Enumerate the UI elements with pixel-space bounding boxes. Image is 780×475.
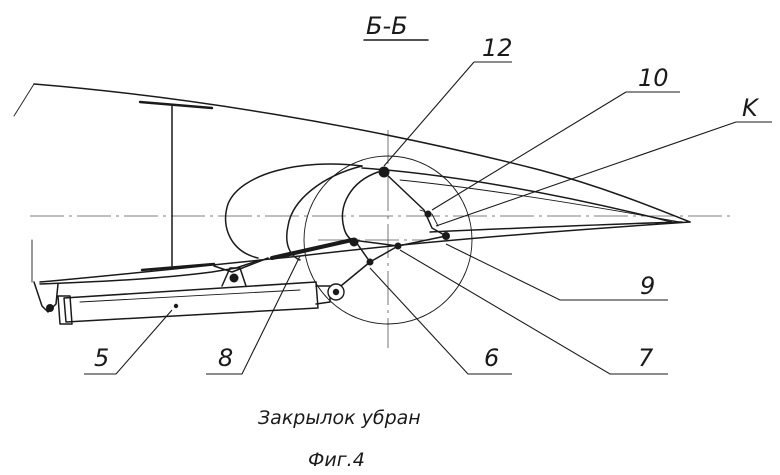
- hinge-pin-10: [424, 210, 432, 218]
- callout-12: 12: [482, 34, 513, 62]
- leader-9: [445, 243, 668, 301]
- callout-5: 5: [94, 344, 109, 372]
- link-bracket: [419, 209, 439, 227]
- hinge-pin-6: [366, 258, 374, 266]
- detail-circle: [303, 155, 473, 325]
- leader-K: [435, 121, 737, 227]
- callout-10: 10: [638, 64, 669, 92]
- spar-lower-flange: [140, 262, 216, 272]
- spar-upper-flange: [138, 100, 214, 110]
- figure-label: Фиг.4: [308, 449, 365, 471]
- mid-bracket: [221, 267, 247, 287]
- leader-7: [399, 249, 668, 375]
- actuator-cylinder: [63, 281, 319, 323]
- actuator-eye-pin: [332, 288, 340, 296]
- section-label: Б-Б: [366, 12, 408, 40]
- callout-7: 7: [638, 344, 654, 372]
- flap-upper-surface: [361, 167, 673, 223]
- leader-6: [369, 267, 512, 375]
- wing-break-top: [13, 83, 35, 117]
- leader-10: [431, 91, 627, 211]
- front-bracket: [33, 281, 59, 313]
- lower-skin: [39, 259, 261, 285]
- wing-lower-contour: [39, 221, 691, 283]
- hinge-pin-7: [394, 242, 402, 250]
- hinge-pin-8: [349, 237, 359, 247]
- hinge-pin-12: [378, 166, 390, 178]
- mid-bracket-pin: [229, 273, 239, 283]
- callout-6: 6: [484, 344, 499, 372]
- rod-8: [269, 237, 355, 261]
- link-actuator-rod: [335, 261, 371, 291]
- flap-inner-line: [399, 179, 681, 223]
- flap-rear-spar: [341, 171, 379, 243]
- link-upper: [383, 171, 447, 237]
- callout-8: 8: [218, 344, 233, 372]
- leader-5: [84, 309, 173, 375]
- callout-K: K: [742, 94, 760, 122]
- actuator-inner-line: [79, 289, 301, 303]
- hinge-pin-9: [442, 232, 450, 240]
- flap-lower-surface: [429, 221, 683, 233]
- lower-skin-joint: [213, 257, 269, 273]
- callout-9: 9: [640, 272, 655, 300]
- front-bracket-pin: [46, 304, 54, 312]
- flap-nose-outer: [224, 163, 363, 259]
- wing-upper-contour: [33, 83, 691, 223]
- leader-8: [206, 255, 301, 375]
- leader-12: [383, 61, 475, 167]
- actuator-center-point: [173, 303, 179, 309]
- actuator-end-cap: [57, 295, 73, 325]
- caption: Закрылок убран: [258, 407, 421, 429]
